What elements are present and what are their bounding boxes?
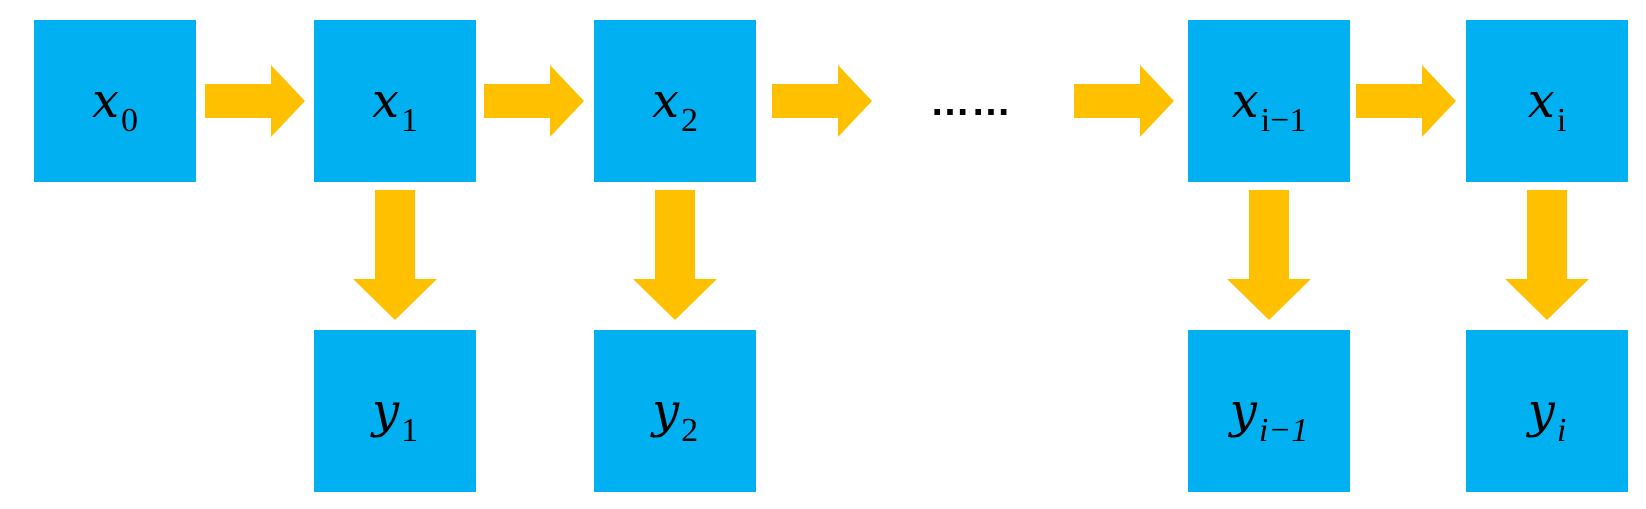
node-x1-sub: 1 <box>401 102 419 139</box>
node-y-i-minus-1-sub: i−1 <box>1258 412 1309 449</box>
node-y1-base: y <box>371 383 400 439</box>
node-y-i-sub: i <box>1556 412 1567 449</box>
node-y2-sub: 2 <box>681 412 699 449</box>
node-y2: y2 <box>594 330 756 492</box>
arrow-x-i-minus-1-to-x-i <box>1356 65 1456 137</box>
arrow-x0-to-x1 <box>205 65 305 137</box>
arrow-x-i-to-y-i <box>1505 190 1589 320</box>
node-x0-sub: 0 <box>121 102 139 139</box>
arrow-x-i-minus-1-to-y-i-minus-1 <box>1227 190 1311 320</box>
node-x-i: xi <box>1466 20 1628 182</box>
node-y-i-base: y <box>1527 383 1555 439</box>
node-y-i: yi <box>1466 330 1628 492</box>
ellipsis: …… <box>930 80 1012 124</box>
node-y-i-minus-1: yi−1 <box>1188 330 1350 492</box>
node-x1-base: x <box>371 73 400 129</box>
node-x2: x2 <box>594 20 756 182</box>
arrow-x2-to-ellipsis <box>772 65 872 137</box>
arrow-x1-to-x2 <box>484 65 584 137</box>
node-x-i-minus-1-base: x <box>1231 73 1259 129</box>
node-x-i-base: x <box>1527 73 1555 129</box>
node-x-i-minus-1-sub: i−1 <box>1260 102 1307 139</box>
arrow-ellipsis-to-x-i-minus-1 <box>1074 65 1174 137</box>
node-y1: y1 <box>314 330 476 492</box>
node-x-i-sub: i <box>1556 102 1567 139</box>
node-x2-base: x <box>651 73 680 129</box>
node-x0-base: x <box>91 73 120 129</box>
node-y1-sub: 1 <box>401 412 419 449</box>
node-x2-sub: 2 <box>681 102 699 139</box>
node-y-i-minus-1-base: y <box>1229 383 1257 439</box>
node-x0: x0 <box>34 20 196 182</box>
arrow-x1-to-y1 <box>353 190 437 320</box>
arrow-x2-to-y2 <box>633 190 717 320</box>
node-x-i-minus-1: xi−1 <box>1188 20 1350 182</box>
node-x1: x1 <box>314 20 476 182</box>
node-y2-base: y <box>651 383 680 439</box>
